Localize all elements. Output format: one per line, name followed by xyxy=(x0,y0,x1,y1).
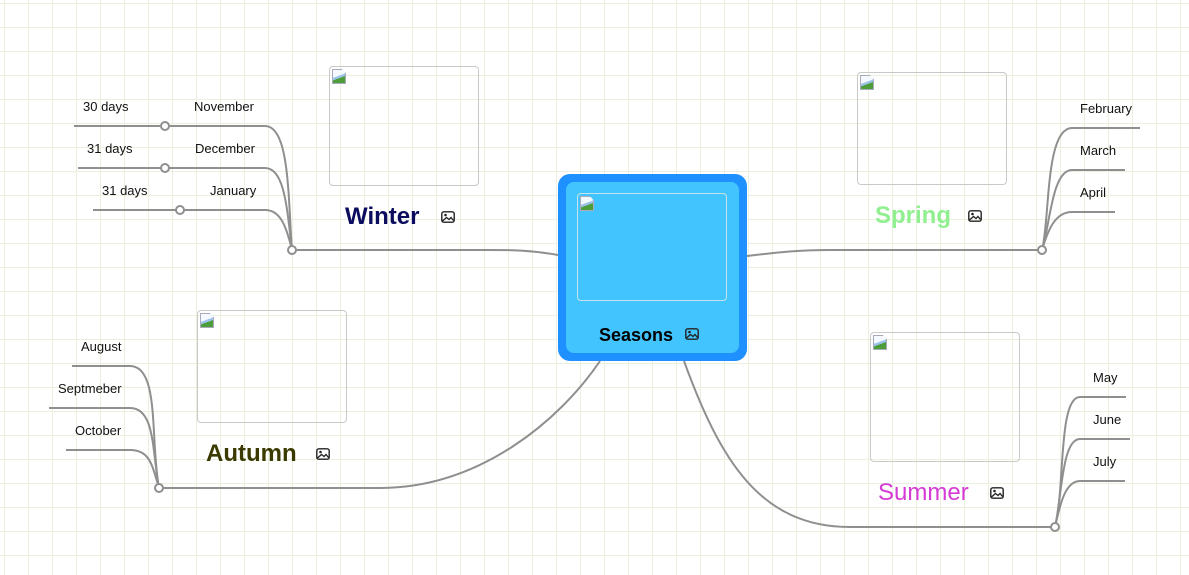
collapse-node-icon[interactable] xyxy=(154,483,164,493)
image-icon[interactable] xyxy=(968,210,982,222)
days-january[interactable]: 31 days xyxy=(102,183,148,198)
subtopic-november[interactable]: November xyxy=(194,99,254,114)
broken-image-icon xyxy=(332,69,346,84)
subtopic-may[interactable]: May xyxy=(1093,370,1118,385)
broken-image-icon xyxy=(580,196,594,211)
subtopic-february[interactable]: February xyxy=(1080,101,1133,116)
summer-image-frame xyxy=(870,332,1020,462)
broken-image-icon xyxy=(200,313,214,328)
subtopic-july[interactable]: July xyxy=(1093,454,1117,469)
collapse-node-icon[interactable] xyxy=(287,245,297,255)
days-november[interactable]: 30 days xyxy=(83,99,129,114)
days-december[interactable]: 31 days xyxy=(87,141,133,156)
image-icon[interactable] xyxy=(441,211,455,223)
autumn-image-frame xyxy=(197,310,347,423)
subtopic-june[interactable]: June xyxy=(1093,412,1122,427)
central-topic-seasons[interactable]: Seasons xyxy=(558,174,747,361)
image-icon[interactable] xyxy=(316,448,330,460)
collapse-node-icon[interactable] xyxy=(160,163,170,173)
spring-image-frame xyxy=(857,72,1007,185)
topic-autumn[interactable]: Autumn xyxy=(206,440,297,467)
collapse-node-icon[interactable] xyxy=(160,121,170,131)
subtopic-january[interactable]: January xyxy=(210,183,257,198)
central-topic-label: Seasons xyxy=(599,325,674,345)
subtopic-october[interactable]: October xyxy=(75,423,122,438)
image-icon[interactable] xyxy=(990,487,1004,499)
broken-image-icon xyxy=(873,335,887,350)
subtopic-september[interactable]: Septmeber xyxy=(58,381,122,396)
topic-summer[interactable]: Summer xyxy=(878,479,969,506)
subtopic-december[interactable]: December xyxy=(195,141,255,156)
collapse-node-icon[interactable] xyxy=(175,205,185,215)
subtopic-march[interactable]: March xyxy=(1080,143,1117,158)
image-icon[interactable] xyxy=(685,328,699,340)
collapse-node-icon[interactable] xyxy=(1037,245,1047,255)
subtopic-april[interactable]: April xyxy=(1080,185,1107,200)
broken-image-icon xyxy=(860,75,874,90)
collapse-node-icon[interactable] xyxy=(1050,522,1060,532)
topic-winter[interactable]: Winter xyxy=(345,203,420,230)
winter-image-frame xyxy=(329,66,479,186)
topic-spring[interactable]: Spring xyxy=(875,202,951,229)
subtopic-august[interactable]: August xyxy=(81,339,122,354)
topic-image-frame xyxy=(577,193,727,301)
